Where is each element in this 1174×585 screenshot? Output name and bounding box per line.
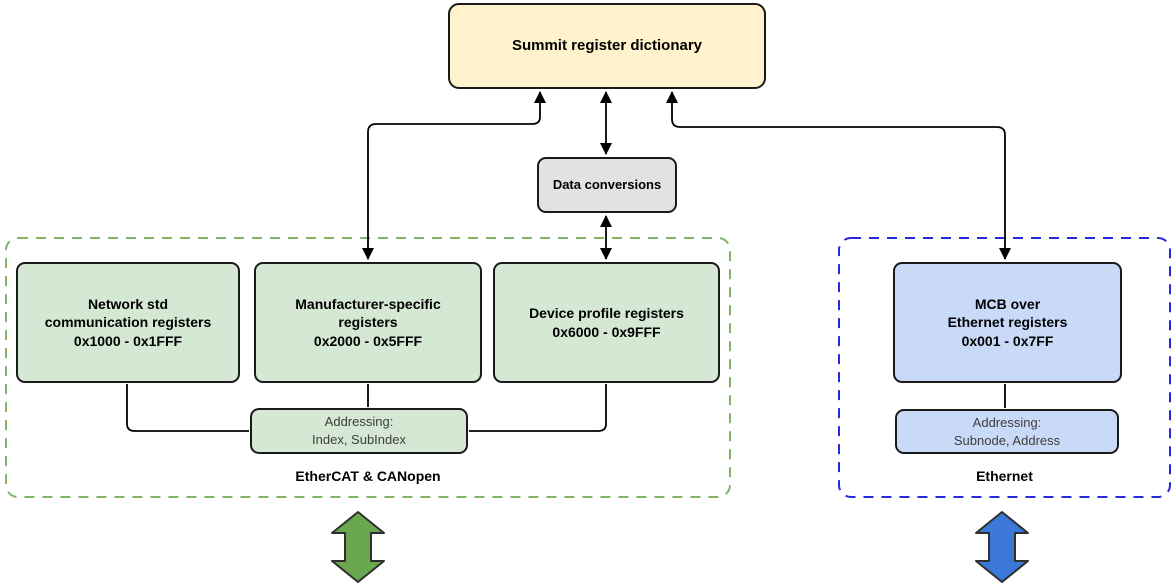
ethernet-addressing-box: Addressing: Subnode, Address <box>895 409 1119 454</box>
ethernet-label: Ethernet <box>976 468 1033 484</box>
arrow-summit-to-mcb <box>666 91 1011 260</box>
ethernet-double-arrow <box>975 511 1029 583</box>
data-conversions-box: Data conversions <box>537 157 677 213</box>
ethercat-canopen-label: EtherCAT & CANopen <box>295 468 441 484</box>
arrow-summit-to-manufacturer <box>362 91 546 260</box>
mcb-over-ethernet-registers-box: MCB over Ethernet registers 0x001 - 0x7F… <box>893 262 1122 383</box>
summit-register-dictionary-box: Summit register dictionary <box>448 3 766 89</box>
line-network-to-addressing <box>126 384 249 432</box>
network-std-registers-box: Network std communication registers 0x10… <box>16 262 240 383</box>
manufacturer-specific-registers-box: Manufacturer-specific registers 0x2000 -… <box>254 262 482 383</box>
ethercat-double-arrow <box>331 511 385 583</box>
line-device-to-addressing <box>469 384 607 432</box>
device-profile-registers-box: Device profile registers 0x6000 - 0x9FFF <box>493 262 720 383</box>
ethercat-addressing-box: Addressing: Index, SubIndex <box>250 408 468 454</box>
